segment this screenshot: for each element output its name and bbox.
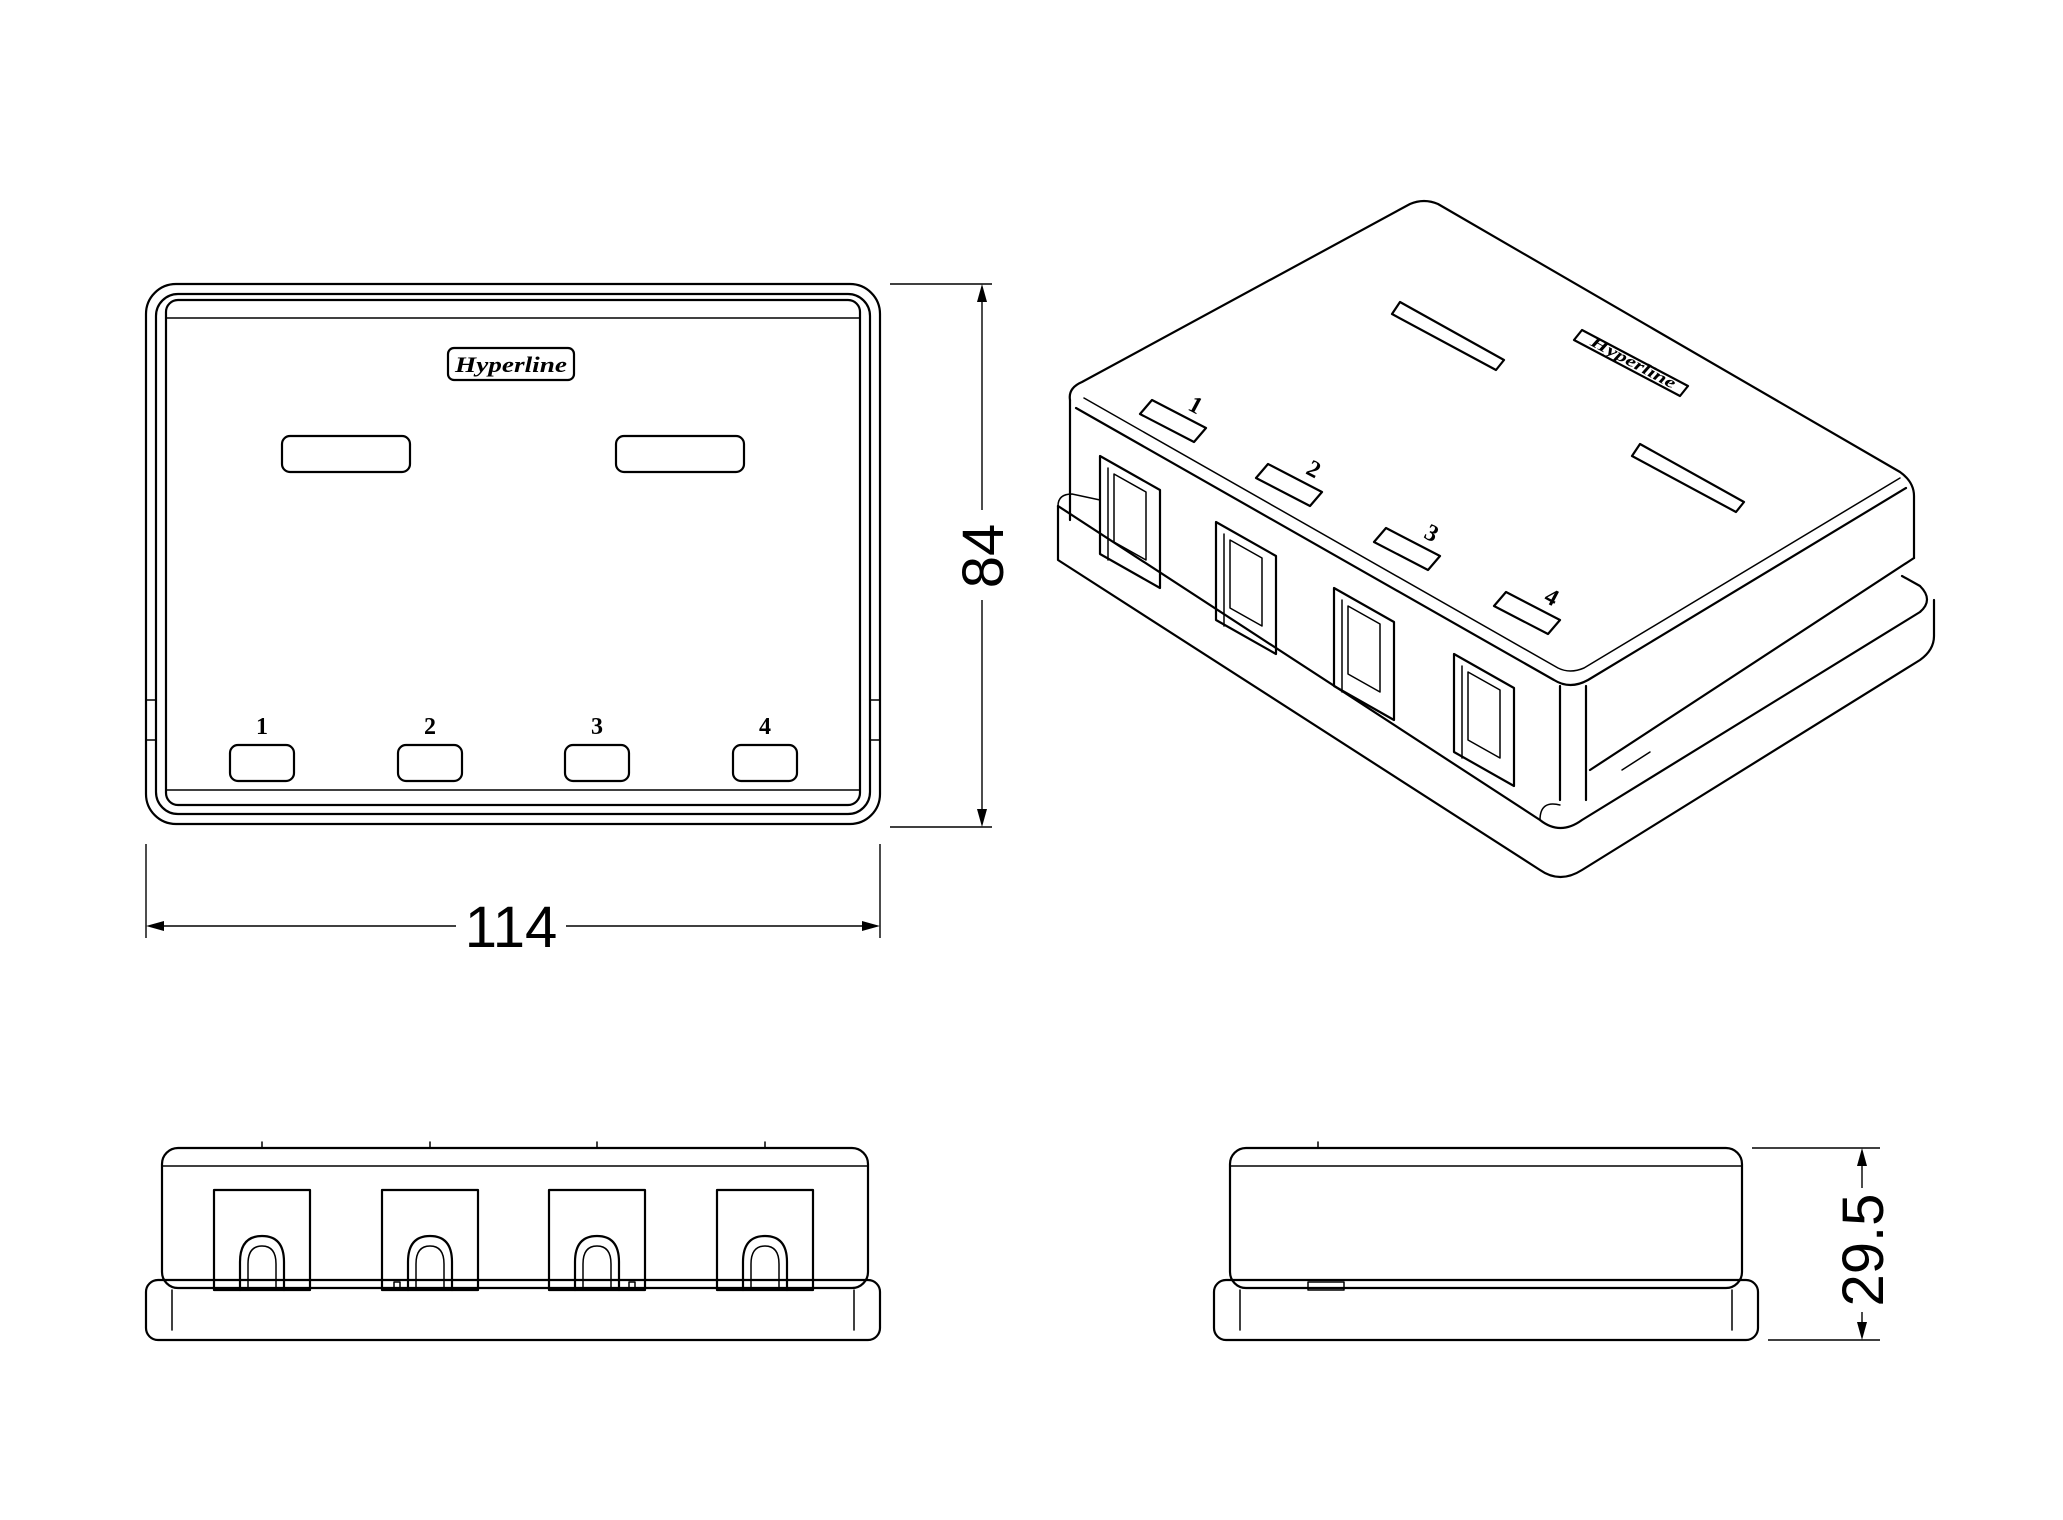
iso-jack-4 [1452,652,1516,788]
dimension-depth: 84 [890,283,1016,828]
port-label-2: 2 [424,714,436,740]
iso-port-window-3 [1372,526,1442,572]
logo-text: Hyperline [454,352,568,377]
dimension-height-label: 29.5 [1831,1194,1896,1307]
iso-jack-2 [1214,520,1278,656]
iso-label-slot-front [1630,442,1746,514]
top-view-inner-outline [154,292,872,816]
port-label-4: 4 [759,714,771,740]
isometric-view: Hyperline 1 2 3 4 [1056,199,1936,879]
iso-label-slot-back [1390,300,1506,372]
arrow-head [1857,1148,1867,1166]
dimension-text-gap [456,895,566,955]
port-label-1: 1 [256,714,268,740]
iso-jack-1 [1098,454,1162,590]
box-top-front-edges [1074,406,1908,687]
dimension-text-gap [950,510,1010,600]
iso-port-window-4 [1492,590,1562,636]
iso-jack-3 [1332,586,1396,722]
arrow-head [862,921,880,931]
side-view [1212,1141,1760,1342]
base-outline-thickness [1056,504,1936,879]
logo-badge [446,346,576,382]
base-corner [1539,803,1561,821]
dimension-depth-label: 84 [951,524,1016,589]
front-view-base [144,1278,882,1342]
side-view-body [1228,1146,1744,1290]
base-outline-bottom [1056,504,1929,830]
iso-port-label-4: 4 [1540,584,1563,613]
iso-port-window-1 [1138,398,1208,444]
front-jack-3 [547,1188,647,1292]
front-jack-1 [212,1188,312,1292]
arrow-head [146,921,164,931]
dimension-text-gap [1834,1188,1894,1312]
dimension-width-label: 114 [465,895,557,960]
arrow-head [977,809,987,827]
port-window-3 [563,743,631,783]
iso-port-label-3: 3 [1420,520,1443,549]
iso-logo-badge [1572,328,1690,398]
box-top-back-edges [1068,199,1916,560]
label-slot-left [280,434,412,474]
front-jack-4 [715,1188,815,1292]
port-window-2 [396,743,464,783]
iso-port-window-2 [1254,462,1324,508]
box-right-notch [1621,751,1651,771]
port-window-1 [228,743,296,783]
base-corner [1057,493,1101,507]
iso-port-label-2: 2 [1302,456,1325,485]
box-right-bottom-edge [1588,556,1916,772]
arrow-head [1857,1322,1867,1340]
label-slot-right [614,434,746,474]
top-view: Hyperline 1 2 3 4 [144,282,882,826]
top-view-lid [164,298,862,807]
port-label-3: 3 [591,714,603,740]
arrow-head [977,284,987,302]
front-view [144,1141,882,1342]
top-view-outer-outline [144,282,882,826]
port-window-4 [731,743,799,783]
iso-logo-text: Hyperline [1586,333,1678,393]
side-view-base [1212,1278,1760,1342]
front-view-body [160,1146,870,1290]
iso-port-label-1: 1 [1184,392,1207,421]
dimension-width: 114 [145,844,881,960]
dimension-height: 29.5 [1752,1147,1896,1341]
box-top-inner-edge [1083,397,1901,672]
front-jack-2 [380,1188,480,1292]
side-view-notch [1307,1281,1345,1291]
